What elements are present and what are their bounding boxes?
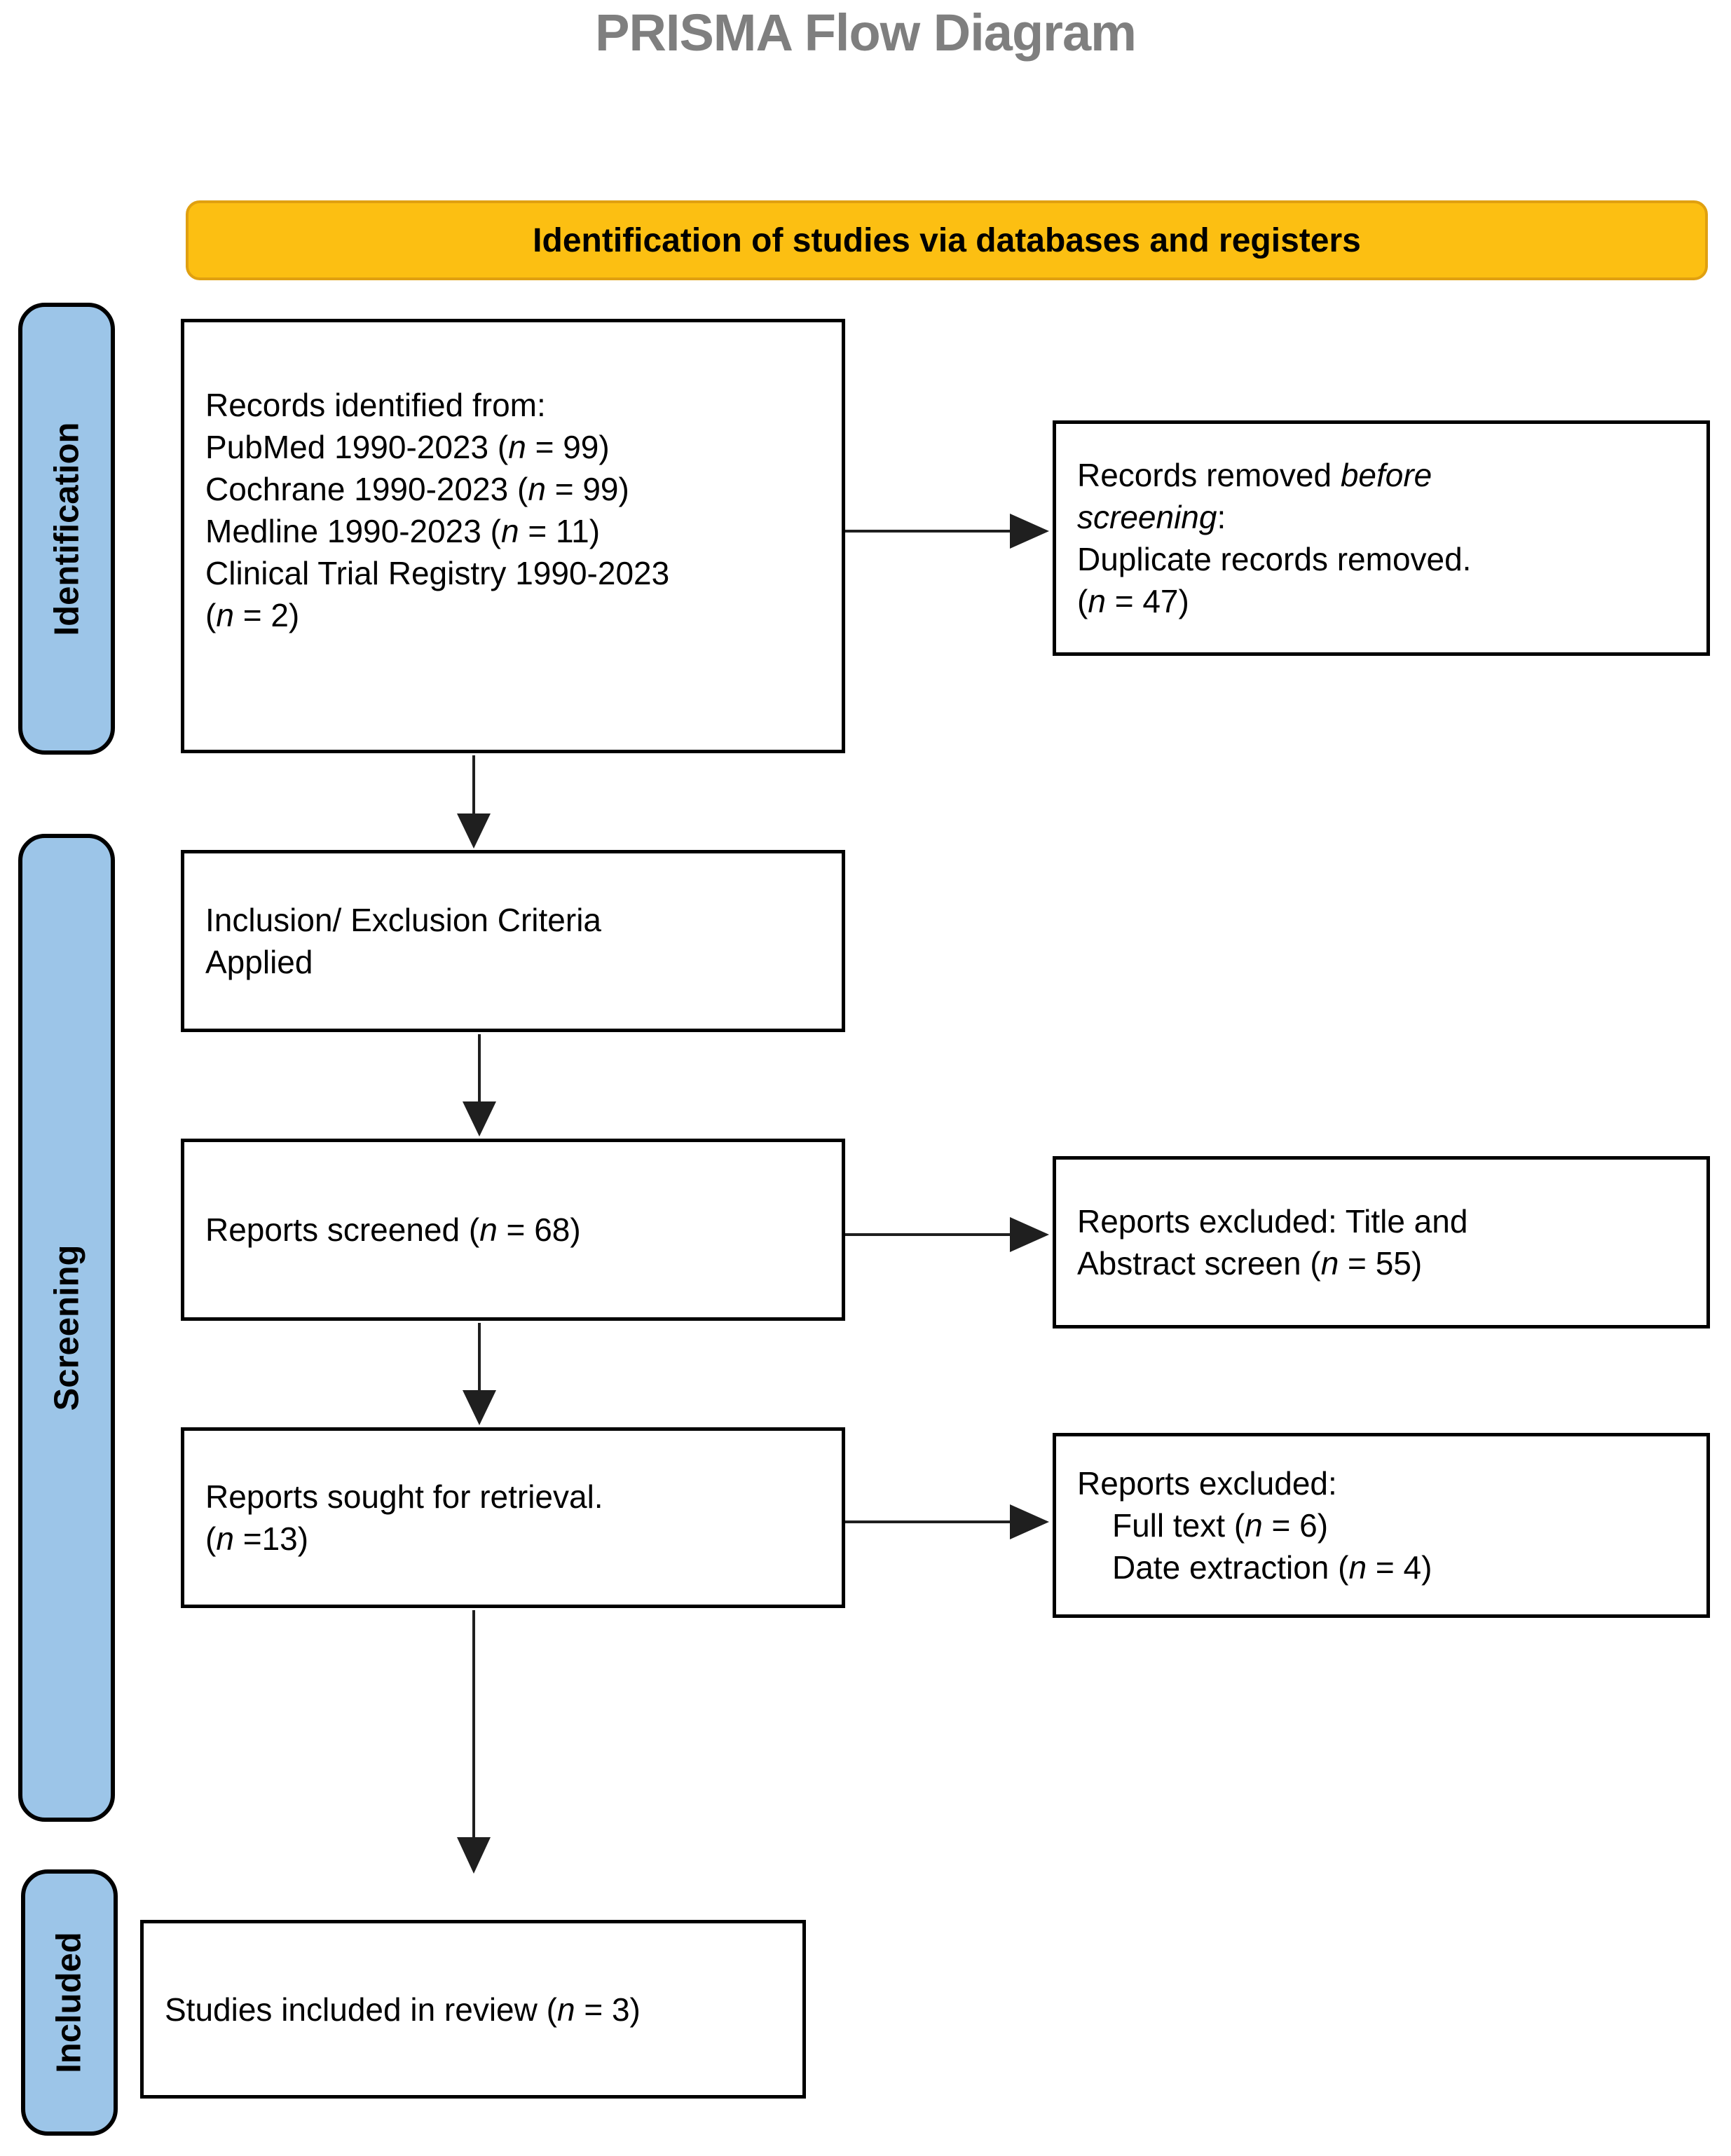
box-text-line: Reports excluded: Title and [1077,1203,1468,1240]
box-text-line: Cochrane 1990-2023 (n = 99) [205,471,629,507]
box-text-line: Medline 1990-2023 (n = 11) [205,513,601,549]
box-text-line: (n = 2) [205,597,300,633]
box-text-line: screening: [1077,499,1226,535]
page-title: PRISMA Flow Diagram [595,4,1137,62]
identification-banner: Identification of studies via databases … [186,200,1708,280]
box-text-line: Reports sought for retrieval. [205,1478,603,1515]
box-reports-screened: Reports screened (n = 68) [181,1139,845,1321]
arrow-criteria-to-screened [463,1034,496,1137]
stage-included-label: Included [50,1932,88,2073]
arrow-sought-to-included [457,1610,491,1874]
box-text-line: Reports excluded: [1077,1465,1337,1502]
box-text-line: Date extraction (n = 4) [1112,1549,1432,1586]
arrow-identified-to-removed [845,514,1049,549]
box-text-line: (n = 47) [1077,583,1189,619]
box-inclusion-exclusion-criteria: Inclusion/ Exclusion Criteria Applied [181,850,845,1032]
stage-screening-label: Screening [48,1244,86,1411]
arrow-screened-to-sought [463,1323,496,1425]
box-text-line: PubMed 1990-2023 (n = 99) [205,429,610,465]
box-text-line: (n =13) [205,1520,309,1557]
box-text-line: Abstract screen (n = 55) [1077,1245,1423,1282]
stage-included: Included [21,1869,118,2136]
box-reports-excluded-fulltext: Reports excluded: Full text (n = 6) Date… [1053,1433,1710,1618]
stage-identification: Identification [18,303,115,755]
box-records-removed-before-screening: Records removed before screening: Duplic… [1053,420,1710,656]
box-text-line: Full text (n = 6) [1112,1507,1329,1544]
box-text-line: Reports screened (n = 68) [205,1211,581,1248]
box-text-line: Records identified from: [205,387,546,423]
box-text-line: Duplicate records removed. [1077,541,1472,577]
box-records-identified: Records identified from: PubMed 1990-202… [181,319,845,753]
arrow-sought-to-excluded [845,1504,1049,1539]
box-text-line: Applied [205,944,313,980]
stage-screening: Screening [18,834,115,1822]
box-studies-included: Studies included in review (n = 3) [140,1920,806,2099]
box-reports-excluded-title-abstract: Reports excluded: Title and Abstract scr… [1053,1156,1710,1328]
arrow-screened-to-excluded [845,1217,1049,1252]
arrow-identified-to-criteria [457,755,491,849]
box-reports-sought-retrieval: Reports sought for retrieval. (n =13) [181,1427,845,1608]
box-text-line: Inclusion/ Exclusion Criteria [205,902,602,938]
stage-identification-label: Identification [48,422,86,636]
box-text-line: Records removed before [1077,457,1432,493]
box-text-line: Studies included in review (n = 3) [165,1991,641,2028]
banner-label: Identification of studies via databases … [533,221,1361,259]
box-text-line: Clinical Trial Registry 1990-2023 [205,555,670,591]
